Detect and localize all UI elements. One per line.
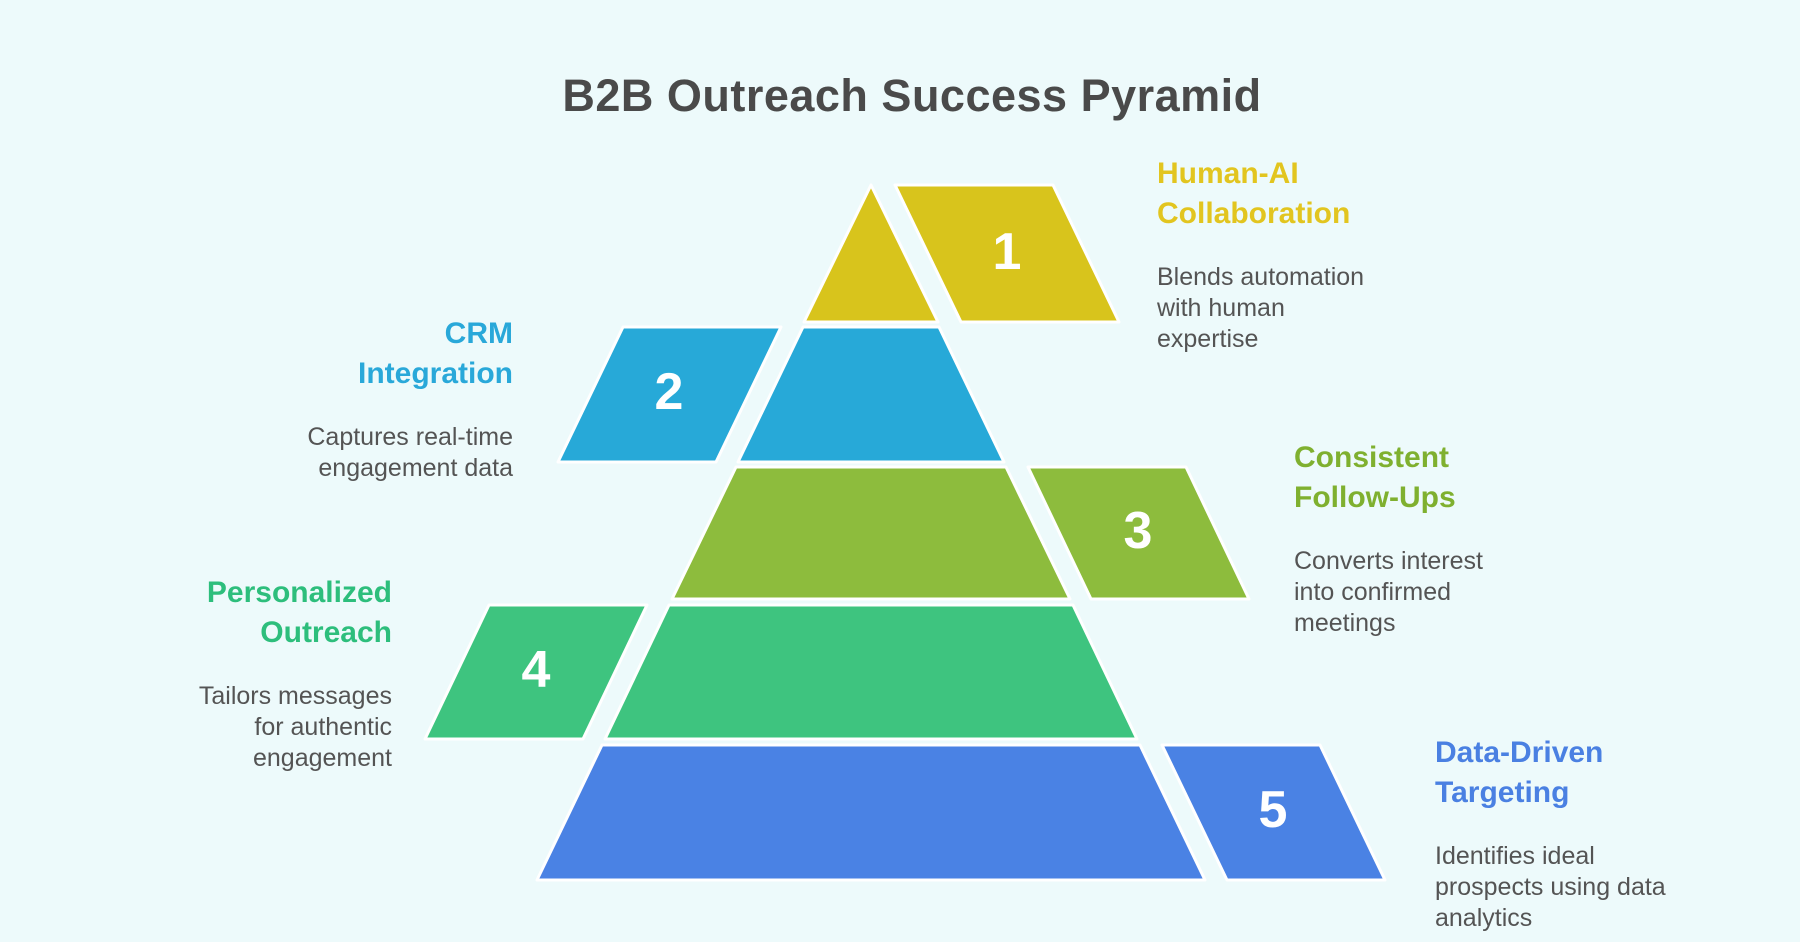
- pyramid-level-2-tab: [556, 325, 783, 464]
- pyramid-level-1-tab: [893, 183, 1121, 324]
- level-3-heading: Consistent Follow-Ups: [1294, 441, 1456, 514]
- pyramid-level-4-tab: [423, 603, 649, 741]
- level-5-heading: Data-Driven Targeting: [1435, 736, 1604, 809]
- level-4-text-block: Personalized Outreach Tailors messages f…: [32, 573, 392, 774]
- level-5-description: Identifies ideal prospects using data an…: [1435, 842, 1666, 932]
- pyramid-level-5-tab: [1160, 743, 1387, 882]
- level-2-heading: CRM Integration: [358, 317, 513, 390]
- pyramid-level-5-shape: [535, 743, 1207, 882]
- level-3-text-block: Consistent Follow-Ups Converts interest …: [1294, 438, 1654, 639]
- level-4-number: 4: [521, 640, 551, 699]
- level-2-number: 2: [654, 362, 684, 421]
- pyramid-level-3-tab: [1026, 465, 1251, 601]
- level-2-text-block: CRM Integration Captures real-time engag…: [153, 314, 513, 484]
- level-5-text-block: Data-Driven Targeting Identifies ideal p…: [1435, 733, 1795, 934]
- pyramid-level-1-shape: [802, 183, 940, 324]
- level-1-text-block: Human-AI Collaboration Blends automation…: [1157, 154, 1517, 355]
- pyramid-level-3-shape: [670, 465, 1072, 601]
- level-1-description: Blends automation with human expertise: [1157, 263, 1365, 353]
- page-title: B2B Outreach Success Pyramid: [562, 70, 1262, 121]
- pyramid-level-4-shape: [603, 603, 1139, 741]
- pyramid-level-2-shape: [736, 325, 1006, 464]
- level-4-heading: Personalized Outreach: [206, 576, 392, 649]
- level-4-description: Tailors messages for authentic engagemen…: [198, 682, 392, 772]
- level-3-number: 3: [1123, 501, 1153, 560]
- level-5-number: 5: [1258, 780, 1288, 839]
- level-1-heading: Human-AI Collaboration: [1157, 157, 1351, 230]
- level-1-number: 1: [992, 222, 1022, 281]
- level-3-description: Converts interest into confirmed meeting…: [1294, 547, 1483, 637]
- level-2-description: Captures real-time engagement data: [307, 423, 513, 482]
